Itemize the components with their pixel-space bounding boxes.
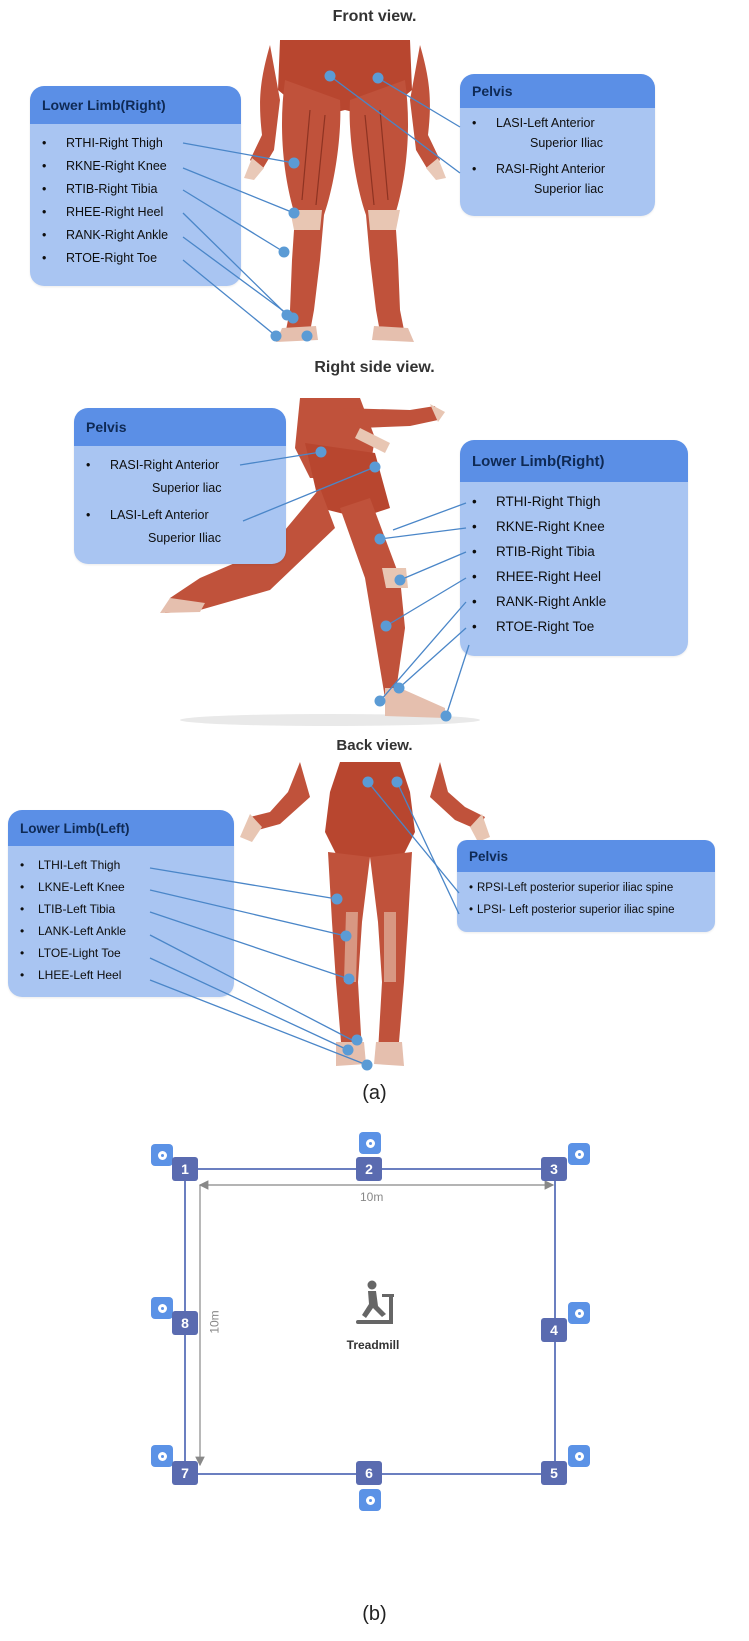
camera-node-5: 5: [541, 1461, 567, 1485]
list-item: RTOE-Right Toe: [460, 619, 688, 644]
front-body-figure: [240, 40, 450, 345]
marker-name-continued: Superior Iliac: [496, 136, 655, 150]
marker-name-continued: Superior liac: [496, 182, 655, 196]
side-pelvis-box: Pelvis RASI-Right Anterior Superior liac…: [74, 408, 286, 564]
dimension-horizontal-label: 10m: [360, 1190, 383, 1204]
dimension-vertical-label: 10m: [208, 1310, 222, 1333]
camera-icon-1: [151, 1144, 173, 1166]
list-item: LHEE-Left Heel: [8, 968, 234, 990]
treadmill-icon: [356, 1281, 394, 1325]
marker-name-continued: Superior liac: [110, 481, 286, 495]
box-header: Pelvis: [74, 408, 286, 446]
camera-node-2: 2: [356, 1157, 382, 1181]
box-header: Pelvis: [457, 840, 715, 872]
list-item: RKNE-Right Knee: [30, 159, 241, 182]
back-lower-limb-left-box: Lower Limb(Left) LTHI-Left Thigh LKNE-Le…: [8, 810, 234, 997]
camera-icon-8: [151, 1297, 173, 1319]
marker-name: RASI-Right Anterior: [110, 458, 219, 472]
side-lower-limb-right-box: Lower Limb(Right) RTHI-Right Thigh RKNE-…: [460, 440, 688, 656]
front-lower-limb-right-box: Lower Limb(Right) RTHI-Right Thigh RKNE-…: [30, 86, 241, 286]
list-item: RASI-Right Anterior Superior liac: [460, 162, 655, 208]
list-item: LTHI-Left Thigh: [8, 858, 234, 880]
list-item: RPSI-Left posterior superior iliac spine: [457, 882, 715, 904]
caption-b: (b): [0, 1603, 749, 1626]
marker-name: LASI-Left Anterior: [496, 116, 595, 130]
treadmill-label: Treadmill: [330, 1338, 416, 1352]
camera-icon-5: [568, 1445, 590, 1467]
camera-icon-3: [568, 1143, 590, 1165]
list-item: LTOE-Light Toe: [8, 946, 234, 968]
camera-node-4: 4: [541, 1318, 567, 1342]
marker-name: LASI-Left Anterior: [110, 508, 209, 522]
list-item: RTIB-Right Tibia: [30, 182, 241, 205]
front-pelvis-box: Pelvis LASI-Left Anterior Superior Iliac…: [460, 74, 655, 216]
camera-icon-7: [151, 1445, 173, 1467]
camera-icon-2: [359, 1132, 381, 1154]
side-view-title: Right side view.: [0, 359, 749, 377]
list-item: RTOE-Right Toe: [30, 251, 241, 274]
box-header: Lower Limb(Right): [460, 440, 688, 482]
camera-node-6: 6: [356, 1461, 382, 1485]
back-view-title: Back view.: [0, 737, 749, 754]
list-item: LTIB-Left Tibia: [8, 902, 234, 924]
list-item: RKNE-Right Knee: [460, 519, 688, 544]
caption-a: (a): [0, 1082, 749, 1105]
box-header: Lower Limb(Right): [30, 86, 241, 124]
list-item: RTHI-Right Thigh: [30, 136, 241, 159]
list-item: RHEE-Right Heel: [30, 205, 241, 228]
marker-name: RASI-Right Anterior: [496, 162, 605, 176]
box-header: Pelvis: [460, 74, 655, 108]
camera-node-8: 8: [172, 1311, 198, 1335]
list-item: LASI-Left Anterior Superior Iliac: [460, 116, 655, 162]
camera-node-1: 1: [172, 1157, 198, 1181]
list-item: LKNE-Left Knee: [8, 880, 234, 902]
list-item: RANK-Right Ankle: [460, 594, 688, 619]
front-view-title: Front view.: [0, 8, 749, 26]
list-item: LANK-Left Ankle: [8, 924, 234, 946]
list-item: RTIB-Right Tibia: [460, 544, 688, 569]
list-item: RTHI-Right Thigh: [460, 494, 688, 519]
box-header: Lower Limb(Left): [8, 810, 234, 846]
back-body-figure: [240, 762, 490, 1072]
list-item: RASI-Right Anterior Superior liac: [74, 458, 286, 508]
camera-node-7: 7: [172, 1461, 198, 1485]
list-item: LASI-Left Anterior Superior Iliac: [74, 508, 286, 558]
camera-icon-6: [359, 1489, 381, 1511]
list-item: RHEE-Right Heel: [460, 569, 688, 594]
list-item: RANK-Right Ankle: [30, 228, 241, 251]
list-item: LPSI- Left posterior superior iliac spin…: [457, 904, 715, 926]
back-pelvis-box: Pelvis RPSI-Left posterior superior ilia…: [457, 840, 715, 932]
camera-node-3: 3: [541, 1157, 567, 1181]
camera-icon-4: [568, 1302, 590, 1324]
marker-name-continued: Superior Iliac: [110, 531, 286, 545]
